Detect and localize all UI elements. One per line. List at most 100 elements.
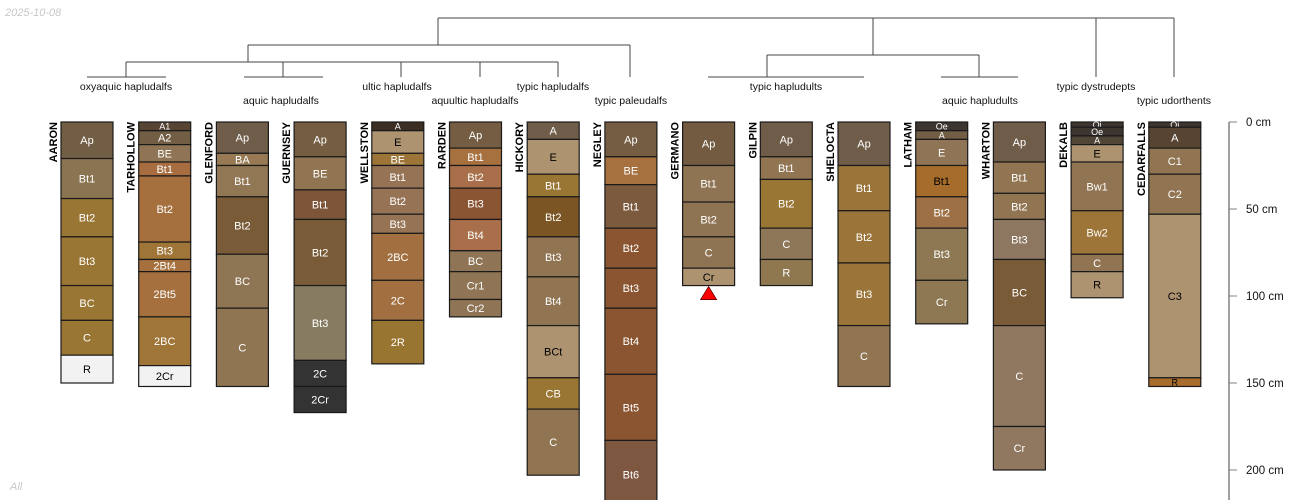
horizon[interactable] [60, 354, 114, 384]
horizon[interactable] [604, 439, 658, 500]
horizon-label: E [1093, 148, 1100, 160]
horizon[interactable] [681, 236, 736, 269]
horizon-label: C2 [1168, 189, 1182, 201]
horizon-label: Bt2 [312, 247, 329, 259]
horizon[interactable] [293, 284, 347, 361]
taxon-label: ultic hapludalfs [362, 81, 431, 93]
horizon[interactable] [293, 385, 347, 414]
horizon[interactable] [526, 377, 580, 410]
horizon[interactable] [138, 175, 192, 243]
horizon[interactable] [448, 298, 503, 318]
horizon-label: Ap [236, 133, 249, 145]
horizon[interactable] [604, 184, 658, 229]
horizon[interactable] [526, 324, 580, 379]
horizon[interactable] [992, 218, 1047, 261]
horizon[interactable] [60, 319, 114, 356]
horizon[interactable] [759, 227, 813, 261]
horizon[interactable] [293, 121, 347, 158]
horizon[interactable] [215, 164, 269, 198]
horizon-label: E [550, 152, 557, 164]
horizon[interactable] [915, 279, 969, 325]
horizon-label: E [394, 137, 401, 149]
horizon[interactable] [759, 258, 813, 287]
profile-name: GUERNSEY [281, 121, 293, 183]
horizon[interactable] [215, 307, 269, 388]
horizon[interactable] [448, 218, 503, 252]
taxon-label: typic hapludalfs [517, 81, 589, 93]
horizon[interactable] [992, 192, 1047, 221]
horizon-label: Oe [936, 122, 948, 132]
horizon-label: Bt5 [623, 402, 640, 414]
horizon-label: Bt2 [390, 196, 407, 208]
horizon[interactable] [992, 258, 1047, 327]
horizon[interactable] [1148, 377, 1202, 388]
horizon[interactable] [759, 178, 813, 229]
horizon[interactable] [604, 373, 658, 442]
horizon[interactable] [1148, 213, 1202, 379]
horizon[interactable] [1148, 173, 1202, 215]
horizon[interactable] [60, 121, 114, 160]
horizon[interactable] [60, 197, 114, 238]
horizon[interactable] [604, 156, 658, 186]
horizon[interactable] [448, 187, 503, 221]
horizon[interactable] [526, 138, 580, 175]
horizon[interactable] [837, 324, 891, 388]
horizon-label: Bt2 [623, 243, 640, 255]
horizon[interactable] [681, 164, 736, 203]
horizon[interactable] [293, 189, 347, 221]
horizon-label: Bt1 [467, 152, 484, 164]
horizon[interactable] [915, 196, 969, 229]
horizon-label: C [782, 239, 790, 251]
horizon[interactable] [992, 425, 1047, 471]
horizon[interactable] [138, 271, 192, 318]
horizon[interactable] [371, 319, 425, 365]
horizon[interactable] [215, 121, 269, 154]
horizon[interactable] [526, 236, 580, 278]
horizon[interactable] [837, 210, 891, 264]
horizon[interactable] [1070, 161, 1124, 212]
horizon[interactable] [604, 121, 658, 158]
horizon[interactable] [60, 236, 114, 287]
subset-label: All [10, 481, 23, 493]
horizon-label: R [1172, 377, 1179, 387]
horizon[interactable] [60, 157, 114, 200]
horizon[interactable] [915, 227, 969, 281]
horizon[interactable] [371, 279, 425, 321]
horizon[interactable] [915, 164, 969, 198]
horizon[interactable] [759, 121, 813, 158]
horizon[interactable] [604, 307, 658, 375]
horizon[interactable] [681, 267, 736, 287]
horizon[interactable] [215, 253, 269, 309]
horizon[interactable] [371, 187, 425, 215]
horizon-label: Bt2 [700, 214, 717, 226]
horizon[interactable] [138, 365, 192, 388]
horizon[interactable] [604, 267, 658, 309]
horizon[interactable] [293, 156, 347, 191]
horizon[interactable] [526, 408, 580, 476]
taxon-label: aquic hapludults [942, 95, 1018, 107]
horizon[interactable] [1070, 271, 1124, 299]
horizon-label: Bt2 [933, 207, 950, 219]
horizon[interactable] [837, 262, 891, 327]
horizon-label: A [550, 126, 558, 138]
axis-tick-label: 150 cm [1246, 378, 1284, 390]
horizon[interactable] [526, 196, 580, 238]
horizon[interactable] [681, 201, 736, 238]
